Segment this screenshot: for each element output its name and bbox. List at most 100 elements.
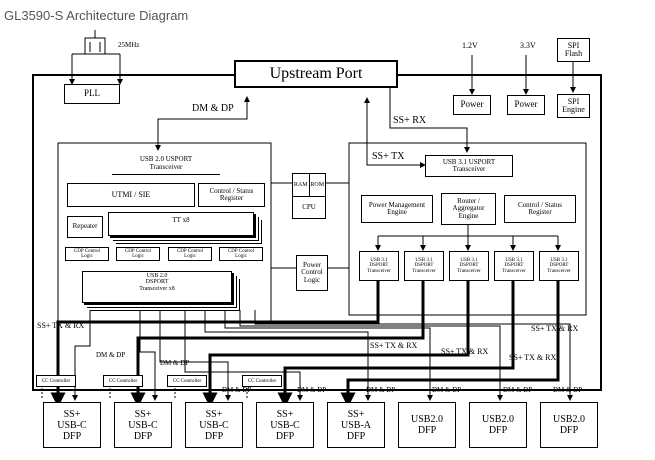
dfp-port-label-4: SS+ USB-C DFP [270,408,300,442]
usb2-dsport-transceiver-x8: USB 2.0 DSPORT Transceiver x8 [82,271,232,303]
usb3-usport-label: USB 3.1 USPORT Transceiver [442,157,496,173]
pll-label: PLL [83,88,100,99]
usb3-dsport-label-2: USB 3.1 DSPORT Transceiver [412,258,436,274]
upstream-port-label: Upstream Port [269,64,363,82]
cpu-block: RAM ROM CPU [292,173,326,219]
dm-dp-label-8: DM & DP [553,386,583,394]
dfp-port-label-6: USB2.0 DFP [411,414,443,436]
cpu-label: CPU [302,203,316,212]
cdp-control-logic-3: CDP Control Logic [168,247,212,261]
repeater-block: Repeater [67,216,103,238]
usb3-dsport-transceiver-4: USB 3.1 DSPORT Transceiver [494,251,534,281]
cdp-control-logic-4: CDP Control Logic [219,247,263,261]
cdp-control-label-2: CDP Control Logic [124,248,152,259]
power-control-logic-label: Power Control Logic [301,260,323,284]
dfp-port-label-5: SS+ USB-A DFP [340,408,371,442]
dfp-port-label-7: USB2.0 DFP [482,414,514,436]
tt-x8-label: TT x8 [172,216,190,224]
usb3-control-status-label: Control / Status Register [518,200,562,216]
usb3-dsport-label-1: USB 3.1 DSPORT Transceiver [367,258,391,274]
ss-rx-label: SS+ RX [393,115,427,126]
dm-dp-label-4: DM & DP [297,386,327,394]
repeater-label: Repeater [72,222,98,231]
utmi-sie-block: UTMI / SIE [67,183,195,207]
usb3-dsport-transceiver-2: USB 3.1 DSPORT Transceiver [404,251,444,281]
voltage-1v2-label: 1.2V [462,41,478,50]
dm-dp-label-7: DM & DP [503,386,533,394]
power-block-1: Power [453,95,491,115]
cc-controller-2: CC Controller [103,375,143,387]
dfp-port-2: SS+ USB-C DFP [114,402,172,448]
ss-tx-rx-mid1-label: SS+ TX & RX [370,341,418,350]
dfp-port-8: USB2.0 DFP [540,402,598,448]
cc-controller-4: CC Controller [242,375,282,387]
rom-block: ROM [310,181,325,188]
ss-tx-rx-mid2-label: SS+ TX & RX [441,347,489,356]
dfp-port-5: SS+ USB-A DFP [327,402,385,448]
dm-dp-upstream-label: DM & DP [192,103,234,114]
tt-x8-block: TT x8 [108,212,254,236]
power-block-2: Power [507,95,545,115]
spi-engine-block: SPI Engine [557,94,590,118]
usb2-control-status-register: Control / Status Register [198,183,265,207]
power-management-engine: Power Management Engine [361,195,433,223]
cc-controller-label-3: CC Controller [172,378,202,384]
ss-tx-label: SS+ TX [372,151,405,162]
usb2-usport-transceiver: USB 2.0 USPORT Transceiver [112,153,220,175]
dfp-port-label-3: SS+ USB-C DFP [199,408,229,442]
ss-tx-rx-left-label: SS+ TX & RX [37,321,85,330]
dfp-port-1: SS+ USB-C DFP [43,402,101,448]
dfp-port-4: SS+ USB-C DFP [256,402,314,448]
usb3-dsport-label-4: USB 3.1 DSPORT Transceiver [502,258,526,274]
dm-dp-label-6: DM & DP [432,386,462,394]
cdp-control-logic-1: CDP Control Logic [65,247,109,261]
dfp-port-6: USB2.0 DFP [398,402,456,448]
ss-tx-rx-right-label: SS+ TX & RX [531,324,579,333]
power-label-1: Power [460,99,484,110]
router-aggregator-label: Router / Aggregator Engine [452,196,485,220]
router-aggregator-engine: Router / Aggregator Engine [441,193,496,225]
usb3-dsport-transceiver-1: USB 3.1 DSPORT Transceiver [359,251,399,281]
usb2-control-status-label: Control / Status Register [209,186,254,202]
page-title: GL3590-S Architecture Diagram [4,8,189,23]
cdp-control-label-4: CDP Control Logic [227,248,255,259]
cc-controller-label-4: CC Controller [247,378,277,384]
spi-engine-label: SPI Engine [562,96,585,114]
power-control-logic-block: Power Control Logic [296,255,328,291]
cdp-control-label-1: CDP Control Logic [73,248,101,259]
ram-block: RAM [293,174,310,196]
usb3-dsport-label-3: USB 3.1 DSPORT Transceiver [457,258,481,274]
dfp-port-label-1: SS+ USB-C DFP [57,408,87,442]
usb2-usport-label: USB 2.0 USPORT Transceiver [139,155,193,171]
cc-controller-3: CC Controller [167,375,207,387]
dm-dp-label-1: DM & DP [96,351,126,359]
usb3-dsport-transceiver-5: USB 3.1 DSPORT Transceiver [539,251,579,281]
power-label-2: Power [514,99,538,110]
usb3-dsport-label-5: USB 3.1 DSPORT Transceiver [547,258,571,274]
cc-controller-label-2: CC Controller [108,378,138,384]
dfp-port-7: USB2.0 DFP [469,402,527,448]
usb2-dsport-label: USB 2.0 DSPORT Transceiver x8 [139,273,175,292]
spi-flash-block: SPI Flash [557,38,590,62]
voltage-3v3-label: 3.3V [520,41,536,50]
cc-controller-label-1: CC Controller [41,378,71,384]
dm-dp-label-3: DM & DP [222,386,252,394]
dm-dp-label-5: DM & DP [366,386,396,394]
cc-controller-1: CC Controller [36,375,76,387]
ss-tx-rx-mid3-label: SS+ TX & RX [509,353,557,362]
usb3-dsport-transceiver-3: USB 3.1 DSPORT Transceiver [449,251,489,281]
upstream-port-block: Upstream Port [234,60,398,88]
utmi-sie-label: UTMI / SIE [111,189,151,199]
usb3-usport-transceiver: USB 3.1 USPORT Transceiver [425,155,513,177]
power-management-label: Power Management Engine [368,200,426,216]
dfp-port-label-2: SS+ USB-C DFP [128,408,158,442]
cdp-control-label-3: CDP Control Logic [176,248,204,259]
cdp-control-logic-2: CDP Control Logic [116,247,160,261]
dm-dp-label-2: DM & DP [160,359,190,367]
usb3-control-status-register: Control / Status Register [504,195,576,223]
crystal-frequency-label: 25MHz [118,41,140,49]
dfp-port-label-8: USB2.0 DFP [553,414,585,436]
dfp-port-3: SS+ USB-C DFP [185,402,243,448]
spi-flash-label: SPI Flash [564,40,583,58]
